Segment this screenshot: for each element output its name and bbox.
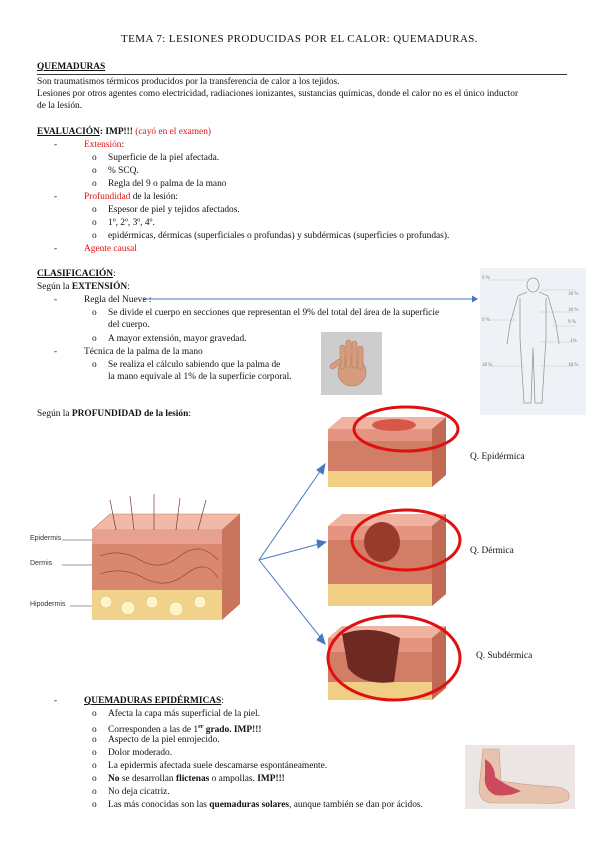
regla-sub-1-cont: del cuerpo. bbox=[108, 320, 150, 330]
burned-foot-photo bbox=[465, 745, 575, 809]
burn-epidermica-figure bbox=[322, 403, 462, 493]
burn-type-label: Q. Subdérmica bbox=[476, 651, 533, 661]
skin-layers-diagram: Epidermis Dermis Hipodermis bbox=[30, 490, 260, 630]
heading-rule bbox=[37, 74, 567, 75]
intro-line-3: de la lesión. bbox=[37, 101, 83, 111]
skin-burn-icon bbox=[328, 508, 462, 606]
rule-of-nines-figure: 9 % 18 % 18 % 9 % 9 % 1% 18 % 18 % bbox=[480, 268, 586, 415]
skin-block-icon bbox=[62, 494, 241, 620]
burn-type-label: Q. Epidérmica bbox=[470, 452, 525, 462]
intro-line-2: Lesiones por otros agentes como electric… bbox=[37, 89, 519, 99]
burn-type-label: Q. Dérmica bbox=[470, 546, 514, 556]
hand-icon bbox=[321, 332, 382, 395]
epidermicas-heading: -QUEMADURAS EPIDÉRMICAS: bbox=[54, 696, 224, 706]
skin-burn-icon bbox=[326, 614, 462, 702]
palma-item: -Técnica de la palma de la mano bbox=[54, 347, 203, 357]
intro-line-1: Son traumatismos térmicos producidos por… bbox=[37, 77, 340, 87]
regla-nueve-item: -Regla del Nueve : bbox=[54, 295, 152, 305]
section-heading-quemaduras: QUEMADURAS bbox=[37, 62, 106, 72]
body-label: 18 % bbox=[568, 363, 579, 368]
palm-photo bbox=[321, 332, 382, 395]
burn-dermica-figure bbox=[322, 500, 462, 612]
segun-extension: Según la EXTENSIÓN: bbox=[37, 282, 130, 292]
evaluacion-heading: EVALUACIÓN: IMP!!! (cayó en el examen) bbox=[37, 127, 212, 137]
body-outline-icon bbox=[488, 277, 575, 404]
label-hipodermis: Hipodermis bbox=[30, 601, 66, 608]
foot-icon bbox=[465, 745, 575, 809]
label-epidermis: Epidermis bbox=[30, 535, 62, 542]
body-label: 1% bbox=[570, 339, 577, 344]
extension-item: -Extensión: bbox=[54, 140, 125, 150]
diagram-arrows bbox=[258, 462, 328, 645]
burn-subdermica-figure bbox=[322, 612, 472, 704]
profundidad-item: -Profundidad de la lesión: bbox=[54, 192, 179, 202]
clasificacion-heading: CLASIFICACIÓN: bbox=[37, 269, 116, 279]
body-label: 18 % bbox=[568, 292, 579, 297]
segun-profundidad: Según la PROFUNDIDAD de la lesión: bbox=[37, 409, 191, 419]
body-label: 9 % bbox=[482, 318, 490, 323]
pointer-arrow bbox=[144, 295, 478, 303]
body-label: 18 % bbox=[568, 308, 579, 313]
body-label: 18 % bbox=[482, 363, 493, 368]
agente-item: -Agente causal bbox=[54, 244, 137, 254]
page-title: TEMA 7: LESIONES PRODUCIDAS POR EL CALOR… bbox=[121, 33, 478, 45]
extension-sub-2: o% SCQ. bbox=[92, 166, 139, 176]
palma-sub-1-cont: la mano equivale al 1% de la superficie … bbox=[108, 372, 292, 382]
label-dermis: Dermis bbox=[30, 560, 53, 567]
body-label: 9 % bbox=[568, 320, 576, 325]
body-label: 9 % bbox=[482, 276, 490, 281]
skin-burn-icon bbox=[328, 405, 460, 487]
